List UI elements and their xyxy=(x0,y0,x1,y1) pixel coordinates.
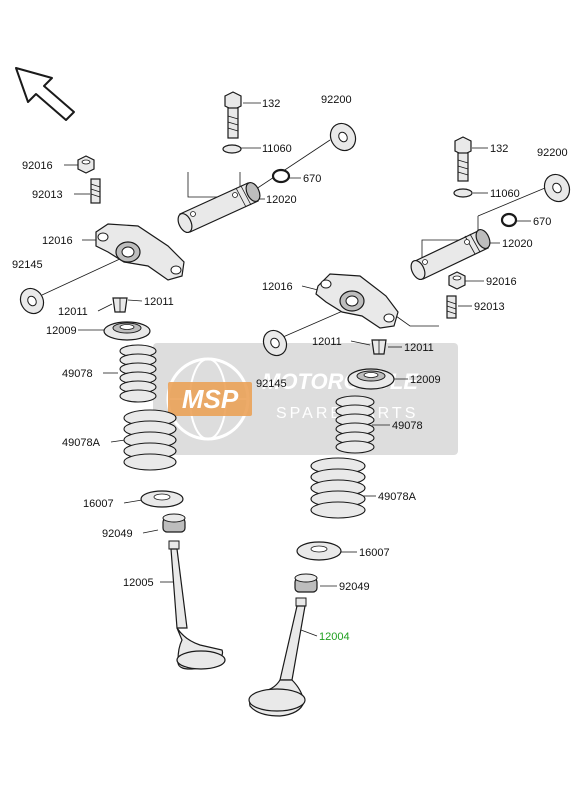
callout-92145-right[interactable]: 92145 xyxy=(256,378,287,390)
washer-92145-left xyxy=(19,287,45,315)
o-ring-670-right xyxy=(500,212,518,228)
callout-labels: 132 92200 11060 670 12020 92016 92013 12… xyxy=(12,94,568,643)
retainer-12009-right xyxy=(347,368,395,390)
callout-92016-left[interactable]: 92016 xyxy=(22,160,53,172)
inner-spring-49078-left xyxy=(119,344,157,403)
inner-spring-49078-right xyxy=(335,395,375,454)
spring-seat-16007-right xyxy=(296,541,342,561)
valve-12004 xyxy=(248,597,307,717)
callout-12016-right[interactable]: 12016 xyxy=(262,281,293,293)
screw-92013-left xyxy=(90,178,101,204)
callout-49078A-right[interactable]: 49078A xyxy=(378,491,417,503)
rocker-shaft-12020-left xyxy=(177,181,261,234)
callout-12009-left[interactable]: 12009 xyxy=(46,325,77,337)
spring-seat-16007-left xyxy=(140,490,184,508)
callout-670-left[interactable]: 670 xyxy=(303,173,321,185)
rocker-arm-12016-left xyxy=(95,223,185,281)
nut-92016-left xyxy=(77,155,95,174)
outer-spring-49078A-left xyxy=(123,409,177,471)
outer-spring-49078A-right xyxy=(310,457,366,519)
callout-92200-left[interactable]: 92200 xyxy=(321,94,352,106)
callout-16007-right[interactable]: 16007 xyxy=(359,547,390,559)
keeper-12011-left xyxy=(112,297,128,313)
callout-11060-left[interactable]: 11060 xyxy=(262,143,292,155)
callout-12011-left-a[interactable]: 12011 xyxy=(58,306,88,318)
screw-92013-right xyxy=(446,295,457,319)
rocker-shaft-12020-right xyxy=(410,228,491,281)
nut-92016-right xyxy=(448,271,466,290)
callout-92013-left[interactable]: 92013 xyxy=(32,189,63,201)
bolt-132-right xyxy=(454,136,472,182)
callout-670-right[interactable]: 670 xyxy=(533,216,551,228)
valve-seal-92049-left xyxy=(162,513,186,533)
callout-92049-right[interactable]: 92049 xyxy=(339,581,370,593)
callout-12004[interactable]: 12004 xyxy=(319,631,350,643)
callout-12011-right-a[interactable]: 12011 xyxy=(312,336,342,348)
cap-92200-right xyxy=(543,173,571,203)
callout-132-left[interactable]: 132 xyxy=(262,98,280,110)
callout-92145-left[interactable]: 92145 xyxy=(12,259,43,271)
watermark-logo: MSP xyxy=(182,384,239,414)
cap-92200-left xyxy=(329,122,357,152)
callout-12020-right[interactable]: 12020 xyxy=(502,238,533,250)
callout-49078-right[interactable]: 49078 xyxy=(392,420,423,432)
valve-seal-92049-right xyxy=(294,573,318,593)
callout-92200-right[interactable]: 92200 xyxy=(537,147,568,159)
callout-49078-left[interactable]: 49078 xyxy=(62,368,93,380)
front-direction-arrow-icon xyxy=(15,67,75,121)
callout-92049-left[interactable]: 92049 xyxy=(102,528,133,540)
rocker-arm-12016-right xyxy=(315,273,399,329)
callout-92013-right[interactable]: 92013 xyxy=(474,301,505,313)
callout-12011-right-b[interactable]: 12011 xyxy=(404,342,434,354)
callout-12009-right[interactable]: 12009 xyxy=(410,374,441,386)
washer-92145-right xyxy=(262,329,288,357)
callout-16007-left[interactable]: 16007 xyxy=(83,498,114,510)
bolt-132-left xyxy=(224,91,242,139)
watermark-logo-badge xyxy=(168,382,252,416)
washer-11060-right xyxy=(453,188,473,198)
washer-11060-left xyxy=(222,144,242,154)
callout-49078A-left[interactable]: 49078A xyxy=(62,437,101,449)
watermark: MSP MOTORCYCLE SPARE PARTS xyxy=(153,343,458,455)
callout-11060-right[interactable]: 11060 xyxy=(490,188,520,200)
callout-12016-left[interactable]: 12016 xyxy=(42,235,73,247)
callout-92016-right[interactable]: 92016 xyxy=(486,276,517,288)
valve-12005 xyxy=(168,540,226,670)
callout-12020-left[interactable]: 12020 xyxy=(266,194,297,206)
o-ring-670-left xyxy=(271,168,291,184)
callout-12011-left-b[interactable]: 12011 xyxy=(144,296,174,308)
retainer-12009-left xyxy=(103,321,151,341)
callout-12005[interactable]: 12005 xyxy=(123,577,154,589)
keeper-12011-right xyxy=(371,339,387,355)
callout-132-right[interactable]: 132 xyxy=(490,143,508,155)
